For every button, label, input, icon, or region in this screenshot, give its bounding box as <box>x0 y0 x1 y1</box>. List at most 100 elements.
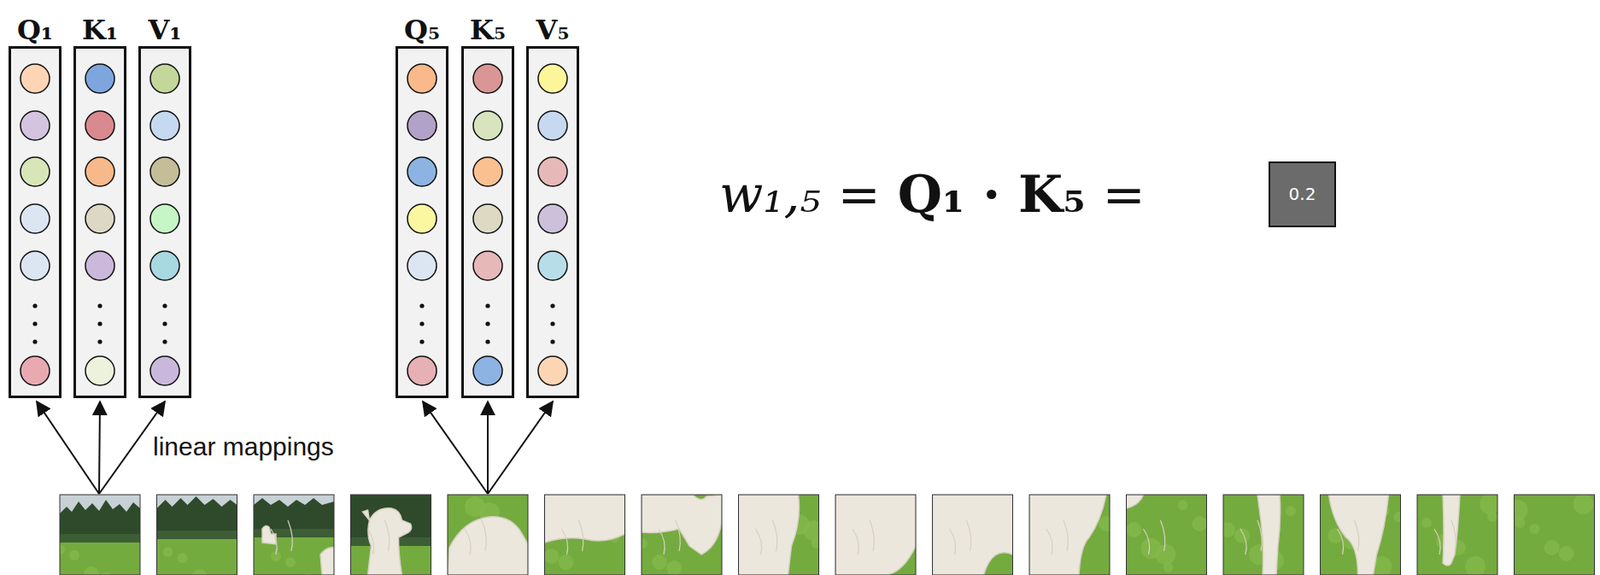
vector-entries <box>76 48 124 396</box>
ellipsis-dot <box>162 303 167 308</box>
vector-entries <box>463 48 512 396</box>
image-patch <box>253 494 335 575</box>
fur-shading <box>1434 520 1456 555</box>
grass <box>59 494 141 575</box>
patch-border <box>1514 494 1595 575</box>
patch-border <box>1223 494 1304 575</box>
grass-texture <box>1479 494 1498 515</box>
fur-shading <box>1240 520 1262 555</box>
fur-shading <box>852 520 874 555</box>
llama-fur <box>738 494 800 575</box>
mapping-arrows <box>36 401 553 494</box>
vector-name: K₅ <box>469 15 506 46</box>
vector-entry <box>150 157 180 187</box>
fur-shading <box>270 520 293 555</box>
vector-entry <box>538 356 568 386</box>
grass-texture <box>1223 521 1236 538</box>
grass-texture <box>177 552 188 563</box>
grass <box>641 494 722 575</box>
trees <box>59 499 141 543</box>
grass-texture <box>1234 527 1250 544</box>
vector-entry <box>538 111 568 141</box>
vector-entries <box>11 48 59 396</box>
fur-shading <box>1143 520 1166 555</box>
vector-entry <box>150 356 180 386</box>
patch-border <box>1029 494 1110 575</box>
equals-sign: = <box>838 164 881 224</box>
vector-entry <box>407 64 437 94</box>
mapping-arrow <box>422 401 488 494</box>
image-patch <box>157 494 238 575</box>
patch-border <box>351 494 432 575</box>
vector-column: K₅ <box>461 46 515 399</box>
vector-entry <box>150 64 180 94</box>
grass-texture <box>1558 545 1575 562</box>
grass-texture <box>69 550 80 561</box>
vector-entry <box>407 356 437 386</box>
vector-column: K₁ <box>73 46 127 399</box>
grass-texture <box>641 538 648 549</box>
grass-texture <box>1544 539 1560 556</box>
vector-entries <box>140 48 189 396</box>
grass-texture <box>299 573 316 575</box>
fur-shading <box>658 520 680 555</box>
ellipsis-dot <box>419 339 424 344</box>
vector-entries <box>398 48 446 396</box>
vector-entries <box>528 48 577 396</box>
grass-texture <box>1573 494 1595 515</box>
grass-texture <box>1529 523 1541 534</box>
vector-column: V₅ <box>526 46 580 399</box>
vector-entry <box>20 157 50 187</box>
vector-name: Q₁ <box>17 15 53 46</box>
llama-fur <box>932 494 1014 575</box>
llama-fur <box>1029 494 1107 575</box>
patch-border <box>545 494 626 575</box>
grass-texture <box>803 520 820 541</box>
patch-border <box>738 494 820 575</box>
ellipsis-dot <box>419 321 424 326</box>
vector-entry <box>20 204 50 234</box>
grass-texture <box>83 566 100 575</box>
vector-entry <box>473 157 503 187</box>
image-patch <box>1223 494 1304 575</box>
patch-border <box>59 494 141 575</box>
vector-entry <box>407 157 437 187</box>
vector-entry <box>407 111 437 141</box>
trees <box>157 496 238 540</box>
vector-entry <box>407 204 437 234</box>
vector-entry <box>473 251 503 281</box>
vector-entry <box>538 157 568 187</box>
fur-shading <box>1046 520 1068 555</box>
grass-texture <box>666 560 682 575</box>
ellipsis-dot <box>97 339 102 344</box>
llama-fur <box>641 494 722 555</box>
mapping-arrow <box>486 401 489 494</box>
vector-entry <box>473 64 503 94</box>
patch-border <box>1417 494 1498 575</box>
llama-fur <box>545 494 626 543</box>
vector-name: V₅ <box>536 15 570 46</box>
vector-name: V₁ <box>148 15 182 46</box>
vector-entry <box>85 356 115 386</box>
patch-border <box>1320 494 1401 575</box>
grass <box>253 494 335 575</box>
ellipsis-dot <box>32 303 37 308</box>
grass <box>351 494 432 575</box>
vector-column: Q₁ <box>8 46 62 399</box>
vector-entry <box>407 251 437 281</box>
ellipsis-dot <box>550 321 555 326</box>
vector-entry <box>150 111 180 141</box>
llama-fur <box>1126 494 1144 509</box>
vector-entry <box>150 251 180 281</box>
grass-texture <box>558 554 575 570</box>
image-patch <box>59 494 141 575</box>
vector-name: K₁ <box>82 15 118 46</box>
equation-term: w₁,₅ <box>719 164 821 224</box>
vector-entry <box>538 251 568 281</box>
grass <box>835 494 916 575</box>
image-patch <box>1126 494 1208 575</box>
grass-texture <box>1421 517 1432 528</box>
ellipsis-dot <box>550 339 555 344</box>
vector-entry <box>473 356 503 386</box>
